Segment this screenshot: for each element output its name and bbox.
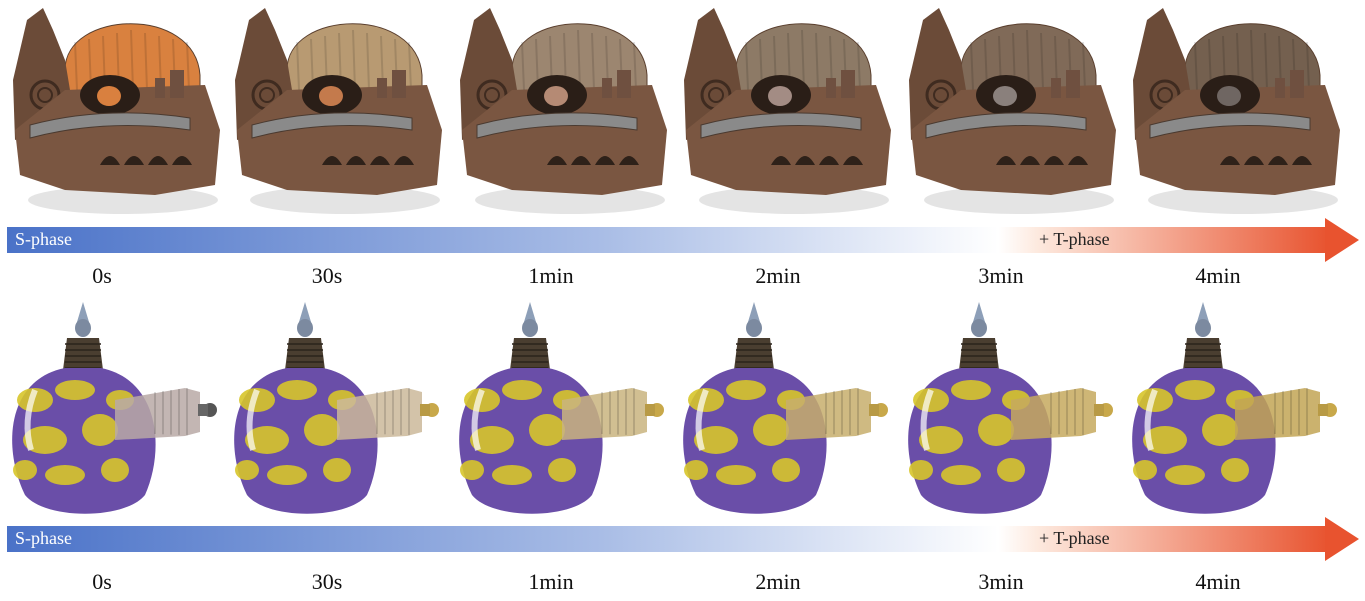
vase-render-3min — [901, 300, 1125, 520]
timeline-arrow-graphic — [7, 218, 1359, 262]
castle-thumbnails — [0, 0, 1365, 220]
vase-render-1min — [452, 300, 676, 520]
t-phase-label: + T-phase — [1039, 230, 1110, 248]
time-label: 1min — [491, 568, 611, 596]
time-label: 0s — [42, 262, 162, 290]
castle-render-1min — [452, 0, 676, 220]
castle-render-3min — [901, 0, 1125, 220]
time-label: 3min — [941, 262, 1061, 290]
vase-render-4min — [1125, 300, 1349, 520]
castle-render-30s — [227, 0, 451, 220]
castle-render-2min — [676, 0, 900, 220]
vase-timeline-arrow: S-phase + T-phase — [7, 517, 1359, 561]
timeline-arrow-graphic — [7, 517, 1359, 561]
time-label: 1min — [491, 262, 611, 290]
vase-time-labels: 0s 30s 1min 2min 3min 4min — [0, 568, 1365, 598]
castle-illustration — [1125, 0, 1349, 220]
vase-illustration — [901, 300, 1125, 520]
time-label: 4min — [1158, 568, 1278, 596]
castle-sequence-row: S-phase + T-phase 0s 30s 1min 2min 3min … — [0, 0, 1365, 300]
t-phase-label: + T-phase — [1039, 529, 1110, 547]
vase-illustration — [676, 300, 900, 520]
castle-illustration — [227, 0, 451, 220]
time-label: 2min — [718, 568, 838, 596]
vase-illustration — [227, 300, 451, 520]
time-label: 4min — [1158, 262, 1278, 290]
castle-illustration — [901, 0, 1125, 220]
castle-timeline-arrow: S-phase + T-phase — [7, 218, 1359, 262]
vase-illustration — [5, 300, 229, 520]
castle-time-labels: 0s 30s 1min 2min 3min 4min — [0, 262, 1365, 292]
time-label: 30s — [267, 568, 387, 596]
castle-illustration — [676, 0, 900, 220]
vase-render-30s — [227, 300, 451, 520]
s-phase-label: S-phase — [15, 230, 72, 248]
castle-illustration — [452, 0, 676, 220]
castle-illustration — [5, 0, 229, 220]
castle-render-4min — [1125, 0, 1349, 220]
time-label: 2min — [718, 262, 838, 290]
time-label: 0s — [42, 568, 162, 596]
vase-render-2min — [676, 300, 900, 520]
vase-render-0s — [5, 300, 229, 520]
vase-illustration — [452, 300, 676, 520]
time-label: 30s — [267, 262, 387, 290]
s-phase-label: S-phase — [15, 529, 72, 547]
time-label: 3min — [941, 568, 1061, 596]
vase-sequence-row: S-phase + T-phase 0s 30s 1min 2min 3min … — [0, 300, 1365, 601]
castle-render-0s — [5, 0, 229, 220]
vase-illustration — [1125, 300, 1349, 520]
vase-thumbnails — [0, 300, 1365, 520]
